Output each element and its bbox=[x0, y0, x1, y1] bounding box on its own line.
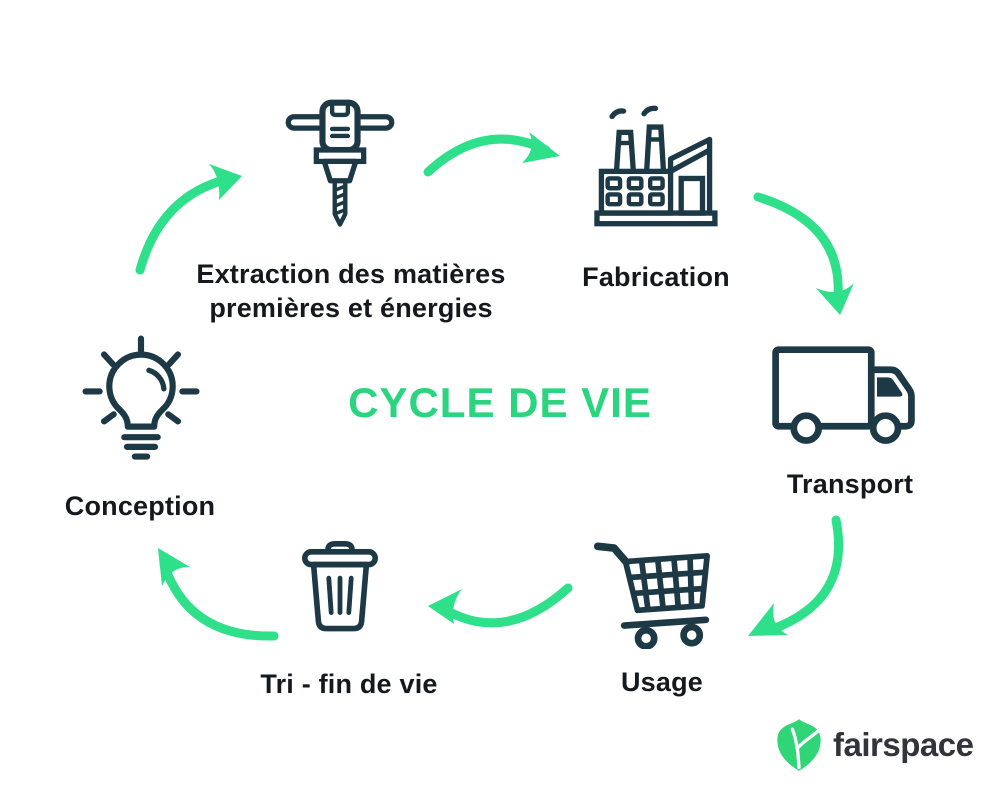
truck-icon bbox=[769, 343, 919, 453]
arrow-usage-to-tri bbox=[418, 572, 583, 657]
diagram-title: CYCLE DE VIE bbox=[348, 379, 652, 426]
arrow-tri-to-conception bbox=[130, 526, 288, 664]
jackhammer-icon bbox=[283, 92, 397, 244]
stage-label-fabrication: Fabrication bbox=[582, 262, 730, 292]
factory-icon bbox=[589, 99, 722, 234]
trash-bin-icon bbox=[296, 538, 384, 644]
arrow-transport-to-usage bbox=[730, 506, 875, 656]
arrow-conception-to-extraction bbox=[120, 148, 255, 288]
arrow-fabrication-to-transport bbox=[742, 183, 872, 328]
light-bulb-icon bbox=[75, 335, 207, 469]
stage-label-extraction: Extraction des matières premières et éne… bbox=[196, 259, 506, 323]
leaf-icon bbox=[774, 717, 824, 773]
stage-label-conception: Conception bbox=[64, 491, 216, 521]
shopping-cart-icon bbox=[593, 531, 717, 649]
stage-label-usage: Usage bbox=[620, 667, 704, 697]
stage-label-transport: Transport bbox=[786, 469, 914, 499]
fairspace-wordmark: fairspace bbox=[833, 726, 974, 763]
stage-label-tri-fin-de-vie: Tri - fin de vie bbox=[260, 669, 438, 699]
fairspace-logo: fairspace bbox=[774, 717, 974, 773]
arrow-extraction-to-fabrication bbox=[418, 112, 570, 196]
